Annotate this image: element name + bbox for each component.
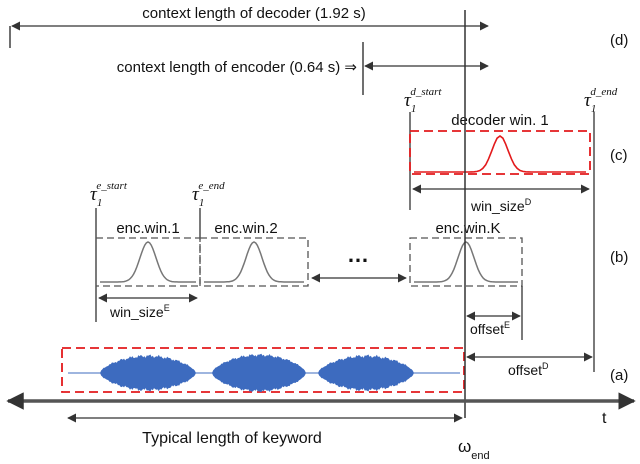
decoder-window-label: decoder win. 1	[451, 112, 549, 129]
tau-d-start-symbol: τ1d_start	[404, 86, 442, 115]
enc-window-k-box	[409, 237, 523, 287]
row-label-c: (c)	[610, 147, 628, 164]
decoder-gaussian	[414, 134, 586, 173]
win-size-e-label: win_sizeE	[109, 303, 170, 320]
enc-window-2-box	[199, 237, 309, 287]
row-d: context length of decoder (1.92 s) conte…	[9, 5, 489, 95]
tau-d-end-symbol: τ1d_end	[584, 86, 618, 115]
tau-e-end-symbol: τ1e_end	[192, 180, 225, 209]
enc-window-1-label: enc.win.1	[116, 220, 179, 237]
decoder-context-label: context length of decoder (1.92 s)	[142, 5, 365, 22]
row-c: τ1d_start τ1d_end decoder win. 1 win_siz…	[404, 86, 618, 372]
row-b: τ1e_start τ1e_end enc.win.1 enc.win.2 en…	[90, 180, 523, 340]
omega-end-label: ωend	[458, 437, 490, 462]
win-size-d-label: win_sizeD	[470, 197, 532, 214]
waveform-segment-2	[212, 353, 306, 393]
enc-gaussian-2	[204, 241, 304, 283]
ellipsis: …	[347, 242, 369, 267]
waveform-segment-1	[100, 354, 196, 392]
row-a: offsetD	[61, 347, 593, 393]
enc-window-1-box	[95, 237, 201, 287]
encoder-context-label: context length of encoder (0.64 s) ⇒	[117, 59, 357, 76]
keyword-length-label: Typical length of keyword	[142, 430, 322, 447]
enc-gaussian-1	[100, 241, 196, 283]
enc-window-2-label: enc.win.2	[214, 220, 277, 237]
time-axis-label: t	[602, 410, 607, 427]
audio-box	[61, 347, 465, 393]
enc-window-k-label: enc.win.K	[435, 220, 500, 237]
waveform-segment-3	[318, 354, 414, 392]
offset-e-label: offsetE	[470, 320, 510, 337]
row-label-a: (a)	[610, 367, 628, 384]
tau-e-start-symbol: τ1e_start	[90, 180, 128, 209]
offset-d-label: offsetD	[508, 361, 549, 378]
row-label-b: (b)	[610, 249, 628, 266]
decoder-window-box	[409, 130, 591, 175]
enc-gaussian-k	[414, 241, 518, 283]
row-label-d: (d)	[610, 32, 628, 49]
